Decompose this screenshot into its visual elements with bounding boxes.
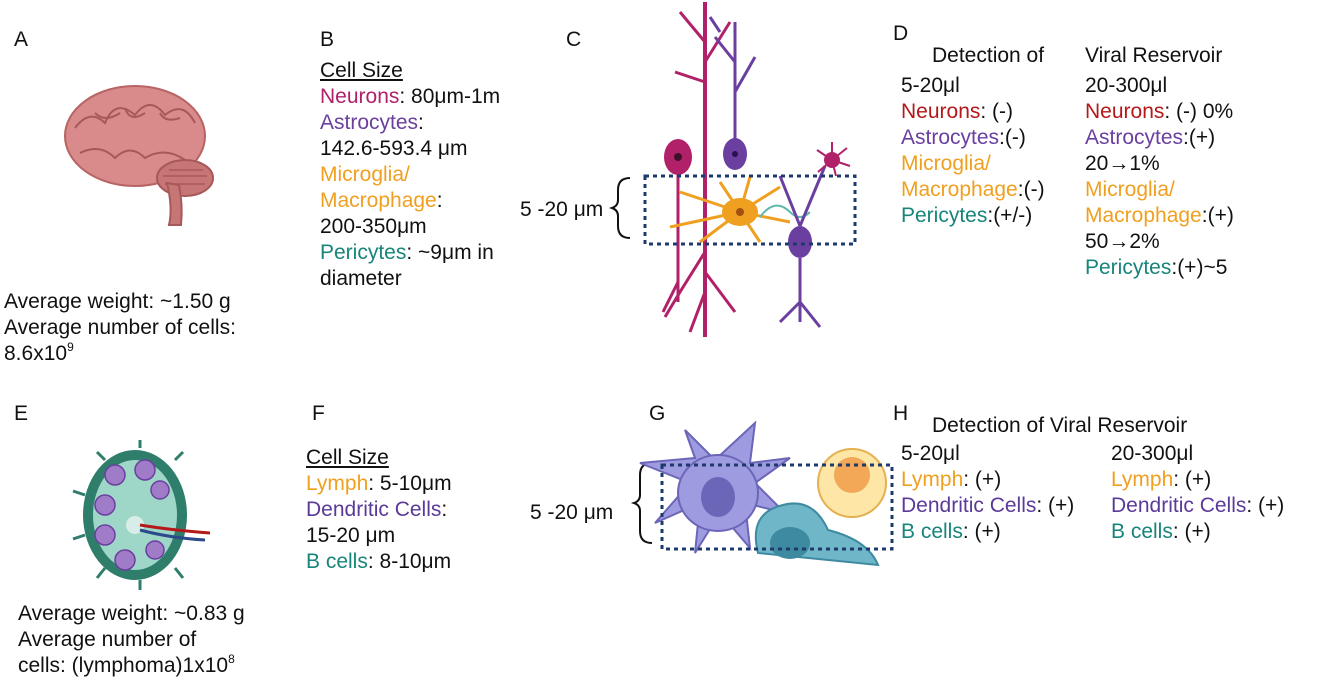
panel-d-c1-neurons: Neurons: (-) bbox=[901, 100, 1014, 123]
panel-h-c1-lymph: Lymph: (+) bbox=[901, 468, 1002, 491]
panel-d-c2-astrocytes-pct: 20→1% bbox=[1085, 152, 1160, 175]
panel-e-stats: Average weight: ~0.83 g Average number o… bbox=[18, 601, 245, 679]
panel-a-weight: Average weight: ~1.50 g bbox=[4, 290, 231, 313]
panel-d-c1-volume: 5-20μl bbox=[901, 74, 960, 97]
panel-d-c2-volume: 20-300μl bbox=[1085, 74, 1168, 97]
panel-g-range-label: 5 -20 μm bbox=[530, 501, 614, 524]
panel-d-heading-right: Viral Reservoir bbox=[1085, 44, 1223, 67]
panel-f-bcells: B cells: 8-10μm bbox=[306, 550, 452, 573]
panel-b-microglia-value: 200-350μm bbox=[320, 215, 427, 238]
panel-h-heading: Detection of Viral Reservoir bbox=[932, 414, 1188, 437]
panel-d-c2-pericytes: Pericytes:(+)~5 bbox=[1085, 256, 1228, 279]
neural-cells-icon bbox=[608, 2, 857, 337]
panel-d-column-1: 5-20μl Neurons: (-) Astrocytes:(-) Micro… bbox=[901, 73, 1045, 229]
panel-b-pericytes-value: diameter bbox=[320, 267, 402, 290]
lymph-node-icon bbox=[72, 440, 211, 590]
panel-d-heading-left: Detection of bbox=[932, 44, 1045, 67]
panel-d-column-2: 20-300μl Neurons: (-) 0% Astrocytes:(+) … bbox=[1085, 73, 1234, 281]
panel-letter-g: G bbox=[649, 402, 666, 425]
brain-icon bbox=[64, 85, 214, 226]
panel-letter-h: H bbox=[893, 402, 909, 425]
panel-b-heading: Cell Size bbox=[320, 59, 403, 82]
panel-d-c1-microglia-1: Microglia/ bbox=[901, 152, 991, 175]
panel-h-c2-bcells: B cells: (+) bbox=[1111, 520, 1211, 543]
panel-d-c1-astrocytes: Astrocytes:(-) bbox=[901, 126, 1026, 149]
panel-b-astrocytes-value: 142.6-593.4 μm bbox=[320, 137, 468, 160]
panel-e-cells-label: Average number of bbox=[18, 628, 197, 651]
panel-h-c1-volume: 5-20μl bbox=[901, 442, 960, 465]
panel-letter-f: F bbox=[312, 402, 325, 425]
panel-letter-b: B bbox=[320, 28, 335, 51]
panel-a-cells-label: Average number of cells: bbox=[4, 316, 236, 339]
panel-d-c2-neurons: Neurons: (-) 0% bbox=[1085, 100, 1234, 123]
panel-h-c2-volume: 20-300μl bbox=[1111, 442, 1194, 465]
panel-f-dendritic-value: 15-20 μm bbox=[306, 524, 396, 547]
panel-e-weight: Average weight: ~0.83 g bbox=[18, 602, 245, 625]
panel-d-c2-microglia-1: Microglia/ bbox=[1085, 178, 1175, 201]
panel-h-c1-dendritic: Dendritic Cells: (+) bbox=[901, 494, 1075, 517]
panel-letter-a: A bbox=[14, 28, 29, 51]
panel-h-c2-lymph: Lymph: (+) bbox=[1111, 468, 1212, 491]
panel-b-microglia-2: Macrophage: bbox=[320, 189, 443, 212]
panel-d-c1-microglia-2: Macrophage:(-) bbox=[901, 178, 1045, 201]
panel-d-c1-pericytes: Pericytes:(+/-) bbox=[901, 204, 1033, 227]
panel-h-column-1: 5-20μl Lymph: (+) Dendritic Cells: (+) B… bbox=[901, 441, 1074, 545]
panel-f-cell-sizes: Cell Size Lymph: 5-10μm Dendritic Cells:… bbox=[306, 445, 452, 575]
panel-c-range-label: 5 -20 μm bbox=[520, 198, 604, 221]
panel-b-microglia-1: Microglia/ bbox=[320, 163, 410, 186]
panel-b-neurons: Neurons: 80μm-1m bbox=[320, 85, 501, 108]
panel-letter-e: E bbox=[14, 402, 29, 425]
panel-letter-d: D bbox=[893, 22, 909, 45]
panel-b-astrocytes: Astrocytes: bbox=[320, 111, 424, 134]
panel-a-stats: Average weight: ~1.50 g Average number o… bbox=[4, 289, 236, 367]
panel-f-dendritic: Dendritic Cells: bbox=[306, 498, 448, 521]
panel-e-cells-value: cells: (lymphoma)1x108 bbox=[18, 652, 235, 677]
panel-h-c1-bcells: B cells: (+) bbox=[901, 520, 1001, 543]
panel-b-cell-sizes: Cell Size Neurons: 80μm-1m Astrocytes: 1… bbox=[320, 58, 500, 292]
panel-f-lymph: Lymph: 5-10μm bbox=[306, 472, 452, 495]
panel-h-column-2: 20-300μl Lymph: (+) Dendritic Cells: (+)… bbox=[1111, 441, 1284, 545]
panel-h-c2-dendritic: Dendritic Cells: (+) bbox=[1111, 494, 1285, 517]
panel-letter-c: C bbox=[566, 28, 582, 51]
panel-f-heading: Cell Size bbox=[306, 446, 389, 469]
immune-cells-icon bbox=[630, 420, 894, 567]
panel-d-c2-microglia-2: Macrophage:(+) bbox=[1085, 204, 1234, 227]
panel-b-pericytes: Pericytes: ~9μm in bbox=[320, 241, 494, 264]
panel-a-cells-value: 8.6x109 bbox=[4, 340, 74, 365]
panel-d-c2-microglia-pct: 50→2% bbox=[1085, 230, 1160, 253]
panel-d-c2-astrocytes: Astrocytes:(+) bbox=[1085, 126, 1216, 149]
